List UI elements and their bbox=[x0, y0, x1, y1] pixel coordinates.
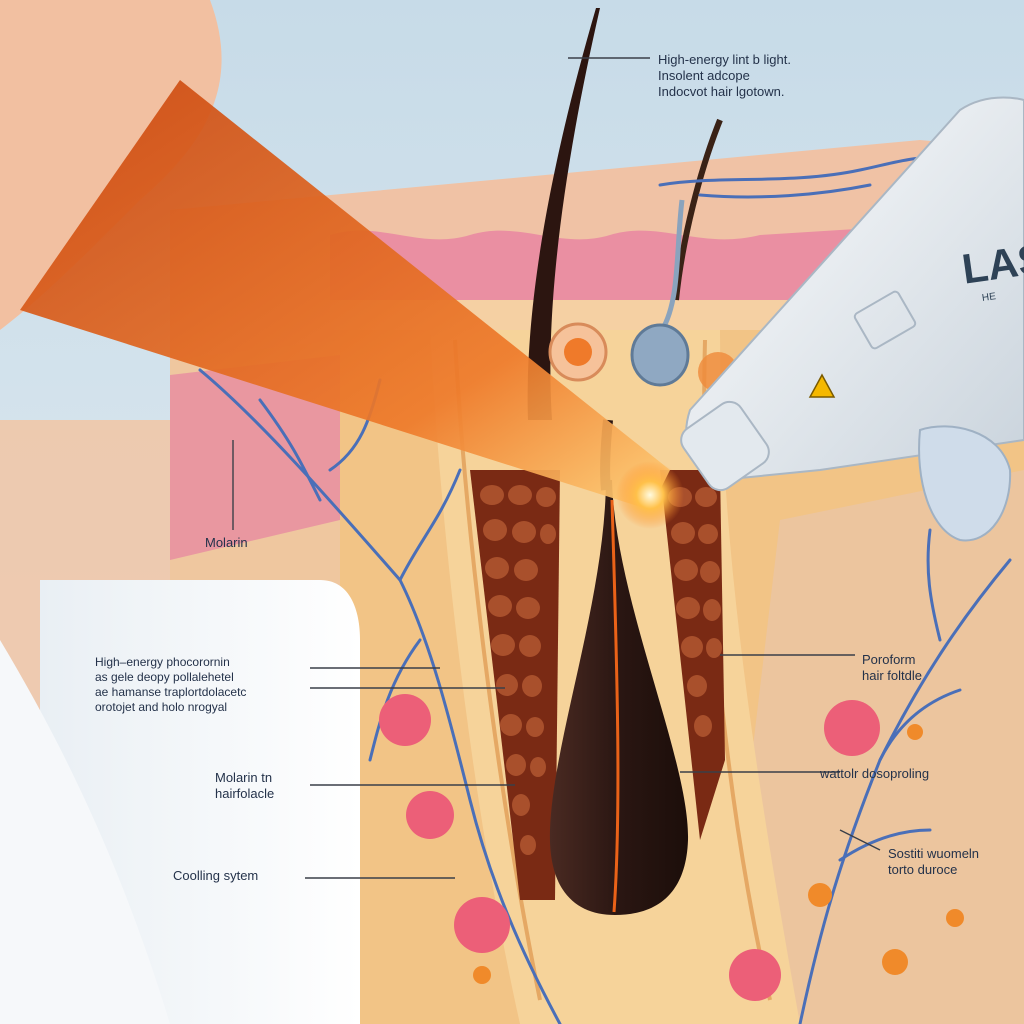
foreground-hand bbox=[0, 0, 222, 330]
label-line: Poroform bbox=[862, 652, 916, 667]
heated-hair-shaft-line bbox=[610, 499, 620, 913]
label-porous-follicle: Poroform hair foltdle bbox=[862, 652, 922, 684]
label-line: Insolent adcope bbox=[658, 68, 750, 83]
label-line: Indocvot hair lgotown. bbox=[658, 84, 785, 99]
label-line: torto duroce bbox=[888, 862, 958, 877]
small-flower-cells bbox=[473, 724, 964, 984]
foreground-sleeve bbox=[0, 640, 170, 1024]
tissue-cells bbox=[379, 694, 880, 1001]
label-photothermal: High–energy phocorornin as gele deopy po… bbox=[95, 655, 246, 715]
warning-icon bbox=[808, 373, 836, 398]
label-line: High–energy phocorornin bbox=[95, 655, 230, 669]
second-hair bbox=[673, 118, 723, 301]
label-line: Molarin bbox=[205, 535, 248, 550]
label-line: High-energy lint b light. bbox=[658, 52, 791, 67]
label-line: hair foltdle bbox=[862, 668, 922, 683]
device-panel bbox=[853, 290, 917, 350]
label-scattering: Sostiti wuomeln torto duroce bbox=[888, 846, 979, 878]
device-sub: HE bbox=[981, 291, 997, 304]
gloved-hand bbox=[918, 425, 1012, 542]
label-line: orotojet and holo nrogyal bbox=[95, 700, 228, 714]
label-line: ae hamanse traplortdolacetc bbox=[95, 685, 247, 699]
laser-focus-spot bbox=[616, 461, 684, 529]
label-line: Coolling sytem bbox=[173, 868, 259, 883]
label-cooling-system: Coolling sytem bbox=[173, 868, 258, 884]
hair-bulb bbox=[549, 480, 689, 915]
device-subtext: HE bbox=[981, 291, 996, 304]
hair-shaft bbox=[527, 8, 600, 420]
label-melanin-follicle: Molarin tn hairfolacle bbox=[215, 770, 274, 802]
leader-lines bbox=[232, 57, 881, 879]
label-line: wattolr dosoproling bbox=[820, 766, 930, 781]
label-line: as gele deopy pollalehetel bbox=[95, 670, 234, 684]
device-nozzle bbox=[680, 400, 770, 492]
gland-core bbox=[564, 338, 592, 366]
probe-tip bbox=[630, 323, 690, 387]
laser-beam bbox=[20, 80, 670, 510]
label-line: hairfolacle bbox=[215, 786, 275, 801]
label-melanin: Molarin bbox=[205, 535, 248, 551]
label-line: Molarin tn bbox=[215, 770, 273, 785]
side-epidermis bbox=[170, 355, 340, 560]
label-line: Sostiti wuomeln bbox=[888, 846, 980, 861]
probe-wire bbox=[659, 199, 685, 332]
label-matrix: wattolr dosoproling bbox=[820, 766, 929, 782]
label-high-energy-light: High-energy lint b light. Insolent adcop… bbox=[658, 52, 791, 100]
porous-cells bbox=[480, 485, 722, 855]
